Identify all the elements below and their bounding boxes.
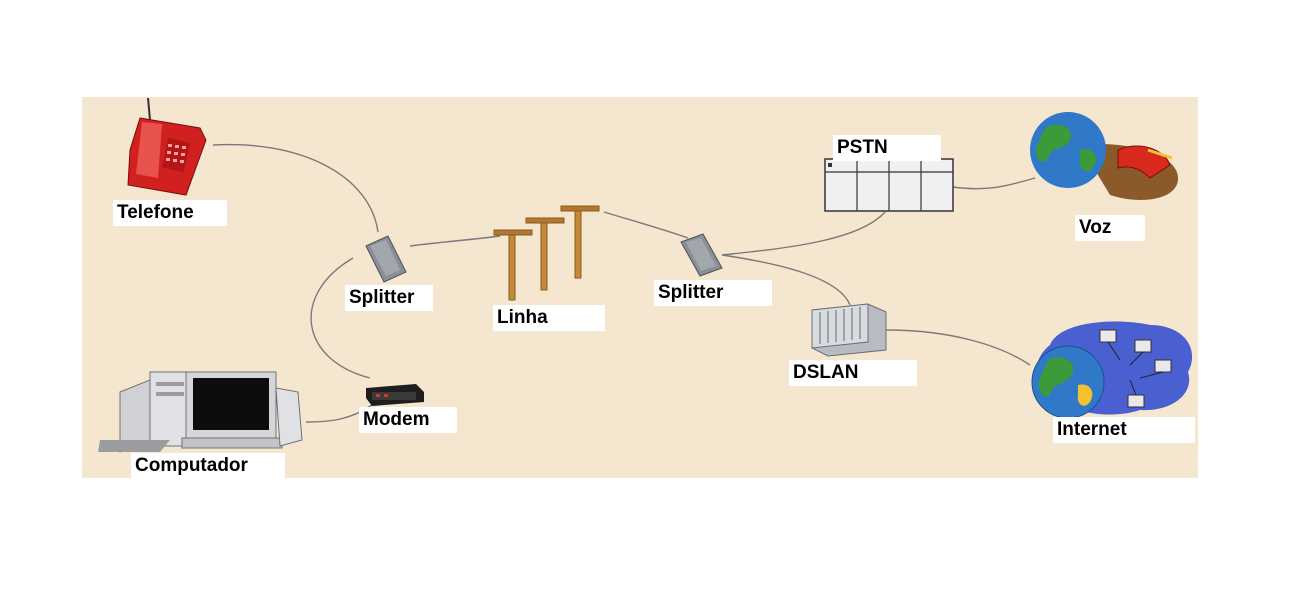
telefone-label: Telefone: [113, 200, 227, 226]
splitter-left-label: Splitter: [345, 285, 433, 311]
globe-phone-icon: [1030, 112, 1179, 200]
computador-label: Computador: [131, 453, 285, 479]
splitter-right-label: Splitter: [654, 280, 772, 306]
dslan-label: DSLAN: [789, 360, 917, 386]
splitter-icon: [365, 235, 407, 283]
voz-label: Voz: [1075, 215, 1145, 241]
connection-splitter-linha: [409, 235, 501, 247]
internet-label: Internet: [1053, 417, 1195, 443]
connection-pstn-voz: [952, 177, 1036, 190]
red-telephone-icon: [127, 97, 207, 196]
server-cabinet-icon: [811, 303, 887, 357]
connection-telefone-splitter: [212, 143, 379, 233]
pstn-label: PSTN: [833, 135, 941, 161]
splitter-icon: [680, 233, 723, 277]
modem-label: Modem: [359, 407, 457, 433]
connection-splitter-modem: [310, 257, 371, 379]
globe-network-icon: [1031, 321, 1193, 419]
connection-linha-splitter: [603, 211, 689, 239]
modem-icon: [366, 384, 424, 406]
connection-dslan-internet: [885, 329, 1031, 366]
linha-label: Linha: [493, 305, 605, 331]
connection-splitter-pstn: [721, 211, 886, 256]
connection-splitter-dslan: [721, 254, 851, 306]
switch-rack-icon: [824, 158, 954, 212]
utility-poles-icon: [493, 205, 600, 301]
desktop-computer-icon: [98, 371, 303, 453]
